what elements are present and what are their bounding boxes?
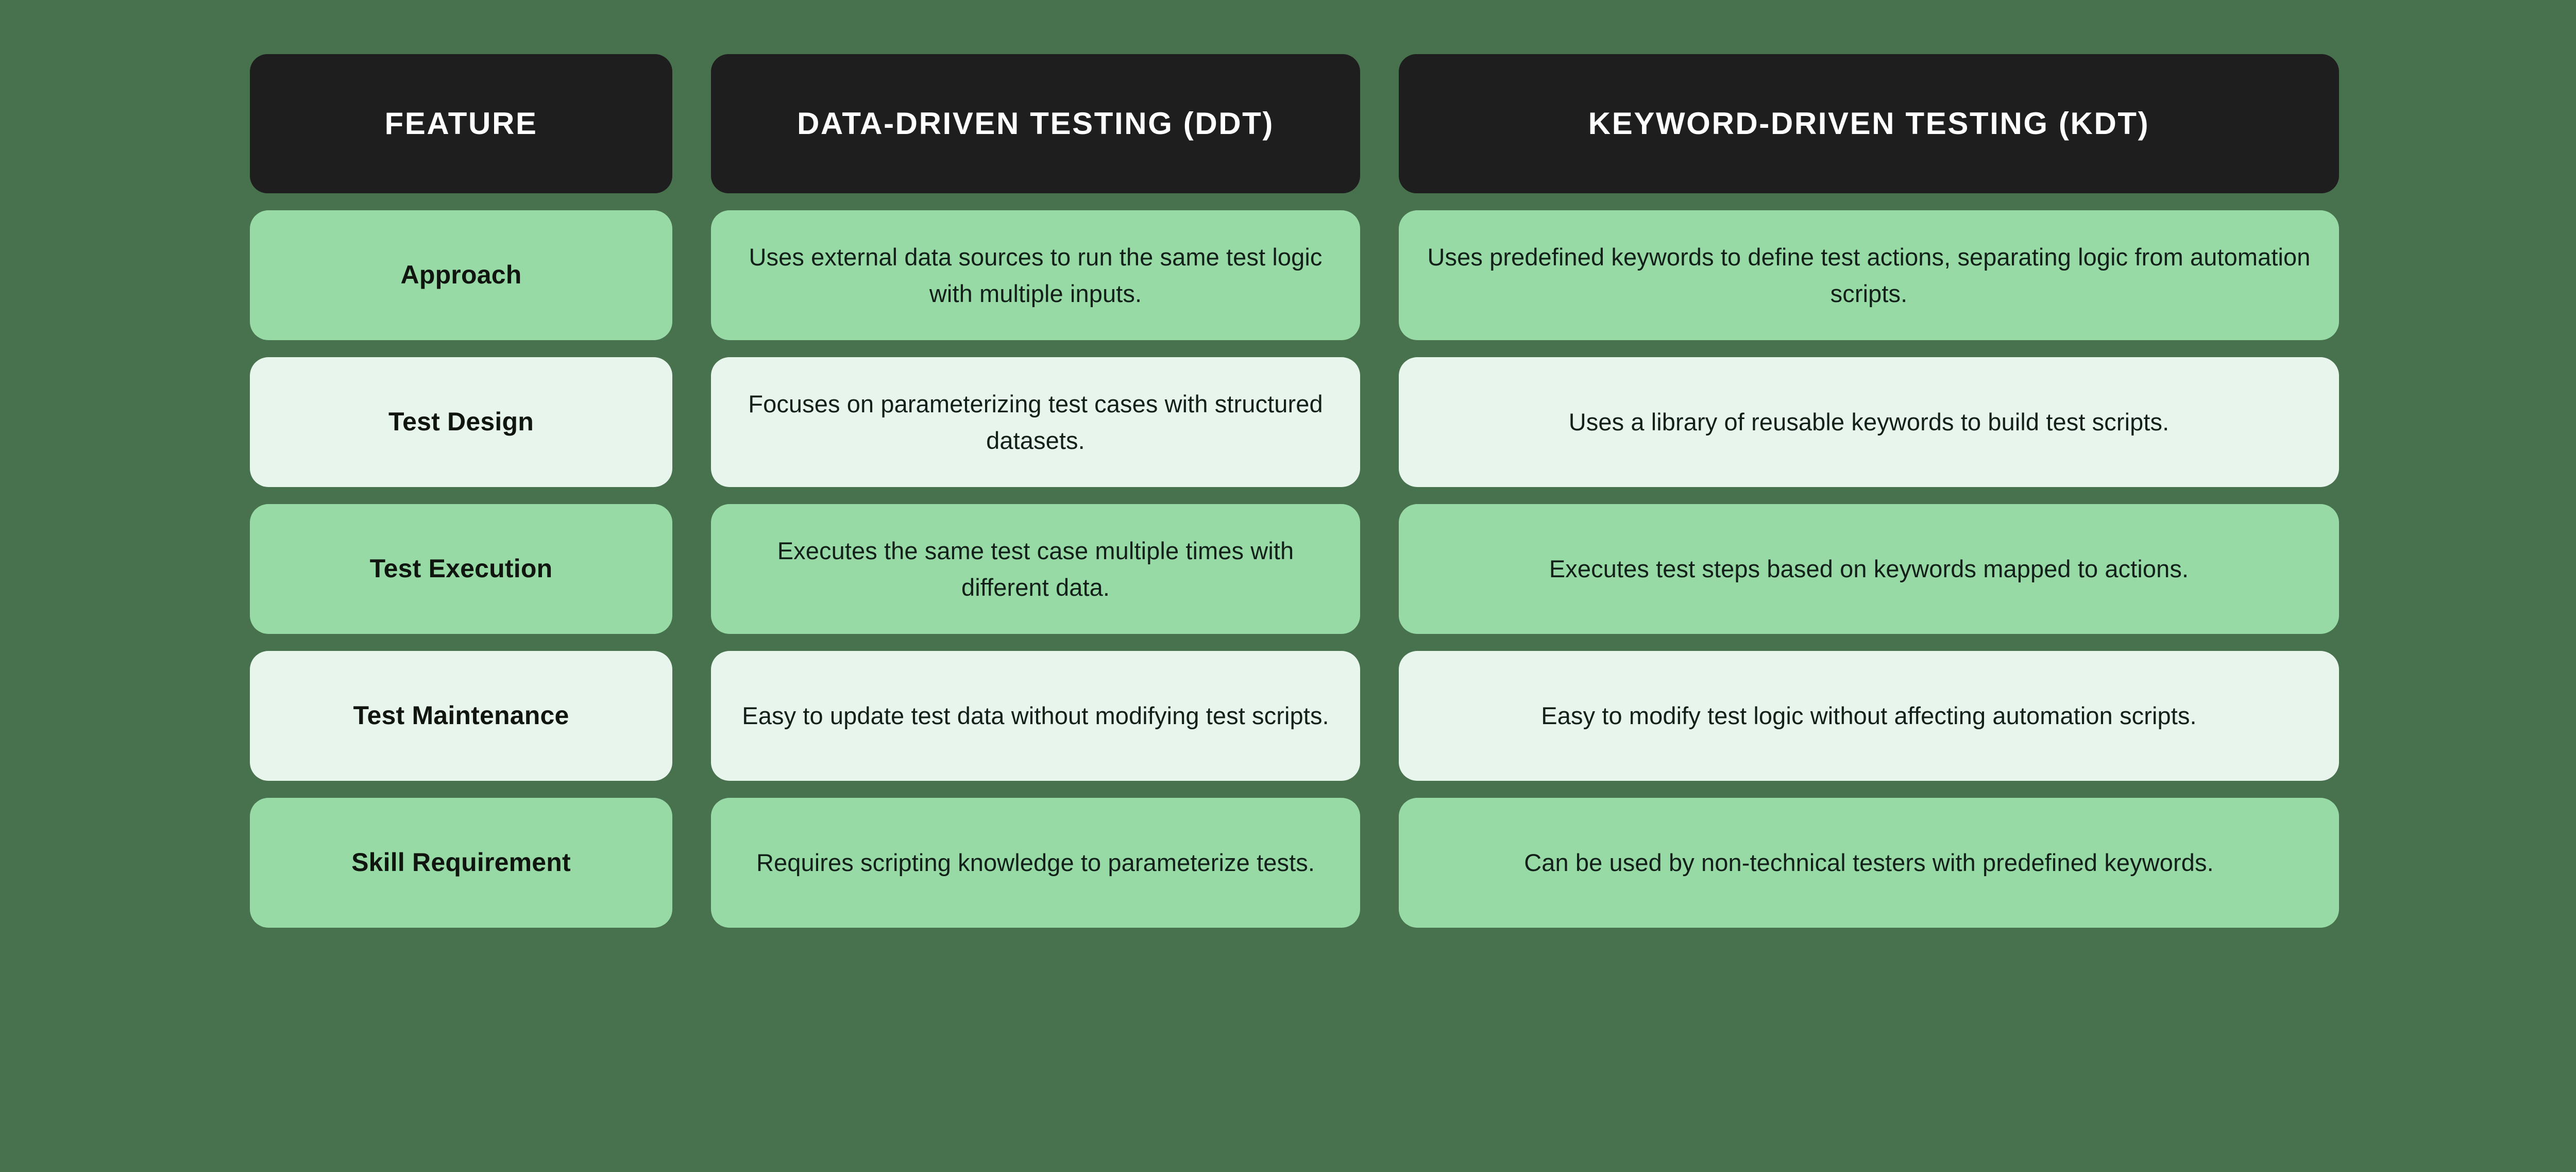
ddt-text-test-design: Focuses on parameterizing test cases wit… <box>748 390 1323 454</box>
kdt-cell-approach: Uses predefined keywords to define test … <box>1399 210 2339 340</box>
row-spacer-1 <box>250 340 2339 357</box>
ddt-text-test-execution: Executes the same test case multiple tim… <box>777 537 1294 601</box>
kdt-cell-skill-requirement: Can be used by non-technical testers wit… <box>1399 798 2339 928</box>
feature-cell-test-design: Test Design <box>250 357 672 487</box>
ddt-text-approach: Uses external data sources to run the sa… <box>749 243 1323 307</box>
kdt-text-approach: Uses predefined keywords to define test … <box>1427 243 2311 307</box>
feature-cell-skill-requirement: Skill Requirement <box>250 798 672 928</box>
header-label-ddt: DATA-DRIVEN TESTING (DDT) <box>796 106 1275 141</box>
kdt-cell-test-design: Uses a library of reusable keywords to b… <box>1399 357 2339 487</box>
header-cell-feature: FEATURE <box>250 54 672 193</box>
ddt-cell-skill-requirement: Requires scripting knowledge to paramete… <box>711 798 1360 928</box>
kdt-cell-test-maintenance: Easy to modify test logic without affect… <box>1399 651 2339 781</box>
header-label-feature: FEATURE <box>384 106 538 141</box>
ddt-text-test-maintenance: Easy to update test data without modifyi… <box>742 702 1329 730</box>
row-spacer-3 <box>250 634 2339 651</box>
table-row-test-execution: Test Execution Executes the same test ca… <box>250 504 2339 634</box>
kdt-cell-test-execution: Executes test steps based on keywords ma… <box>1399 504 2339 634</box>
row-spacer-2 <box>250 487 2339 504</box>
table-row-test-design: Test Design Focuses on parameterizing te… <box>250 357 2339 487</box>
feature-label-test-design: Test Design <box>388 407 534 437</box>
feature-label-approach: Approach <box>400 260 522 290</box>
kdt-text-skill-requirement: Can be used by non-technical testers wit… <box>1524 849 2214 877</box>
ddt-cell-test-maintenance: Easy to update test data without modifyi… <box>711 651 1360 781</box>
ddt-cell-test-design: Focuses on parameterizing test cases wit… <box>711 357 1360 487</box>
feature-cell-approach: Approach <box>250 210 672 340</box>
ddt-text-skill-requirement: Requires scripting knowledge to paramete… <box>756 849 1315 877</box>
header-body-spacer <box>250 193 2339 210</box>
kdt-text-test-design: Uses a library of reusable keywords to b… <box>1568 408 2170 436</box>
feature-cell-test-maintenance: Test Maintenance <box>250 651 672 781</box>
header-cell-kdt: KEYWORD-DRIVEN TESTING (KDT) <box>1399 54 2339 193</box>
kdt-text-test-maintenance: Easy to modify test logic without affect… <box>1541 702 2197 730</box>
kdt-text-test-execution: Executes test steps based on keywords ma… <box>1549 555 2189 583</box>
table-header-row: FEATURE DATA-DRIVEN TESTING (DDT) KEYWOR… <box>250 54 2339 193</box>
row-spacer-4 <box>250 781 2339 798</box>
table-row-approach: Approach Uses external data sources to r… <box>250 210 2339 340</box>
ddt-cell-test-execution: Executes the same test case multiple tim… <box>711 504 1360 634</box>
header-cell-ddt: DATA-DRIVEN TESTING (DDT) <box>711 54 1360 193</box>
feature-label-test-execution: Test Execution <box>369 554 553 583</box>
header-label-kdt: KEYWORD-DRIVEN TESTING (KDT) <box>1588 106 2150 141</box>
feature-label-test-maintenance: Test Maintenance <box>353 701 569 730</box>
feature-label-skill-requirement: Skill Requirement <box>351 848 571 877</box>
ddt-cell-approach: Uses external data sources to run the sa… <box>711 210 1360 340</box>
table-row-test-maintenance: Test Maintenance Easy to update test dat… <box>250 651 2339 781</box>
table-row-skill-requirement: Skill Requirement Requires scripting kno… <box>250 798 2339 928</box>
feature-cell-test-execution: Test Execution <box>250 504 672 634</box>
